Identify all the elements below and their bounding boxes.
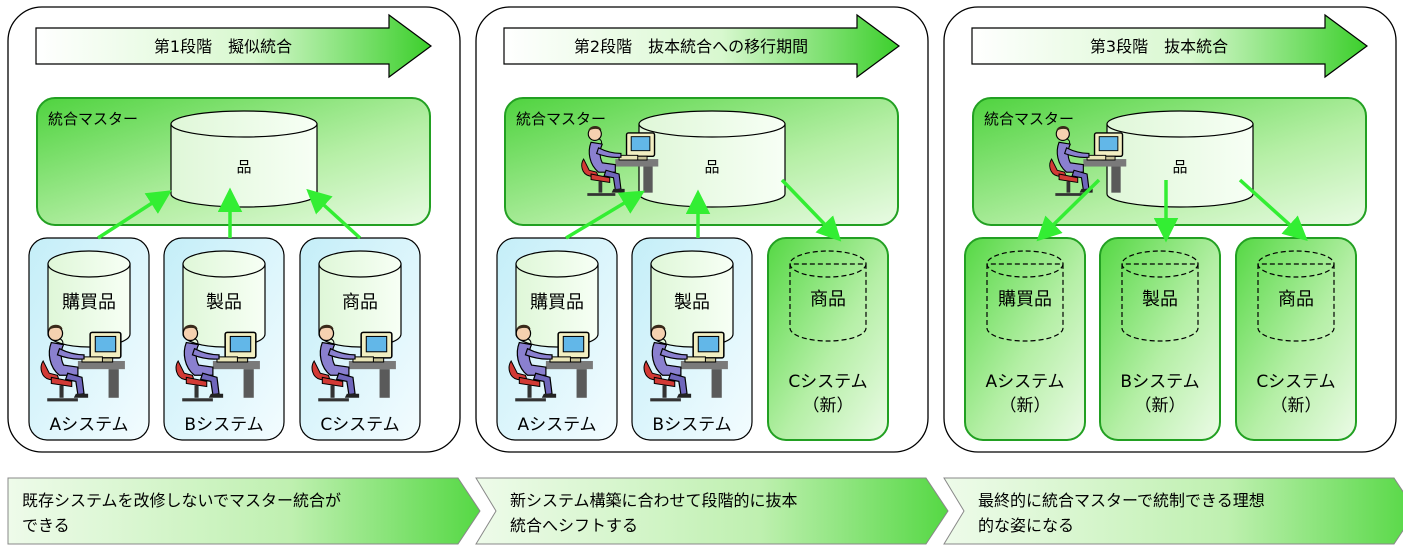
system-database-label: 製品 [206, 292, 242, 313]
note-line-1: 新システム構築に合わせて段階的に抜本 [510, 491, 798, 510]
system-database-label: 製品 [674, 292, 710, 313]
system-name: Aシステム [985, 372, 1064, 392]
system-name: Bシステム [184, 415, 263, 435]
system-database-label: 購買品 [530, 292, 584, 313]
system-database [986, 250, 1064, 342]
master-database-label: 品 [704, 158, 719, 176]
data-flow-arrows [1036, 178, 1308, 243]
system-box: 商品 Cシステム （新） [767, 237, 889, 441]
system-name: Cシステム [1256, 372, 1335, 392]
flow-arrow [1036, 178, 1101, 242]
system-name: Bシステム [652, 415, 731, 435]
master-database [638, 110, 786, 208]
system-box: 製品 Bシステム [163, 237, 285, 441]
stage-title-arrow: 第2段階 抜本統合への移行期間 [503, 13, 901, 79]
system-new-label: （新） [1135, 396, 1186, 416]
note-line-1: 最終的に統合マスターで統制できる理想 [978, 491, 1265, 510]
stage-title-arrow: 第3段階 抜本統合 [971, 13, 1369, 79]
system-box: 購買品 Aシステム （新） [964, 237, 1086, 441]
flow-arrow [97, 190, 172, 240]
note-line-2: 統合へシフトする [510, 516, 638, 535]
flow-arrow [306, 188, 362, 240]
note-line-1: 既存システムを改修しないでマスター統合が [22, 491, 341, 510]
master-label: 統合マスター [48, 110, 138, 128]
data-flow-arrows [565, 178, 842, 242]
system-database-label: 商品 [342, 292, 378, 313]
system-new-label: （新） [803, 396, 854, 416]
system-database [1257, 250, 1335, 342]
system-name: Cシステム [320, 415, 399, 435]
system-name: Aシステム [49, 415, 128, 435]
system-box: 製品 Bシステム [631, 237, 753, 441]
system-database-label: 商品 [1278, 289, 1314, 310]
system-database-label: 製品 [1142, 289, 1178, 310]
system-name: Cシステム [788, 372, 867, 392]
system-name: Bシステム [1120, 372, 1199, 392]
stage-title: 第3段階 抜本統合 [1090, 37, 1228, 56]
system-database [182, 250, 266, 348]
system-database-label: 購買品 [998, 289, 1052, 310]
note-line-2: 的な姿になる [978, 516, 1074, 535]
system-database [47, 250, 131, 348]
system-database [789, 250, 867, 342]
system-box: 購買品 Aシステム [496, 237, 618, 441]
system-database [515, 250, 599, 348]
data-flow-arrows [97, 187, 362, 240]
master-database [1106, 110, 1254, 208]
system-new-label: （新） [1000, 396, 1051, 416]
system-box: 製品 Bシステム （新） [1099, 237, 1221, 441]
system-new-label: （新） [1271, 396, 1322, 416]
system-database [318, 250, 402, 348]
stage-title-arrow: 第1段階 擬似統合 [35, 13, 433, 79]
system-box: 商品 Cシステム [299, 237, 421, 441]
master-label: 統合マスター [516, 110, 606, 128]
system-box: 商品 Cシステム （新） [1235, 237, 1357, 441]
system-database [1121, 250, 1199, 342]
flow-arrow [565, 190, 646, 240]
flow-arrow [780, 178, 842, 242]
system-database-label: 購買品 [62, 292, 116, 313]
stage-title: 第1段階 擬似統合 [154, 37, 292, 56]
master-database [170, 110, 318, 208]
stage-title: 第2段階 抜本統合への移行期間 [574, 37, 808, 56]
master-label: 統合マスター [984, 110, 1074, 128]
system-database-label: 商品 [810, 289, 846, 310]
master-database-label: 品 [236, 158, 251, 176]
note-line-2: できる [22, 516, 70, 535]
system-name: Aシステム [517, 415, 596, 435]
system-box: 購買品 Aシステム [28, 237, 150, 441]
flow-arrow [1238, 178, 1308, 242]
master-database-label: 品 [1172, 158, 1187, 176]
